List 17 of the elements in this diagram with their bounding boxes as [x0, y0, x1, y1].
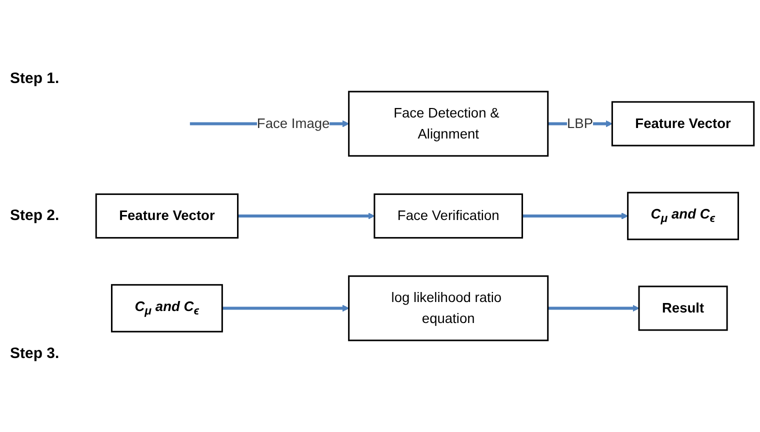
node-box: Face Detection & Alignment [348, 90, 549, 157]
node-box: C$_{μ}$ and C$_{ϵ}$ [110, 284, 223, 332]
node-box: Face Verification [374, 193, 524, 239]
step-label: Step 3. [10, 344, 60, 362]
node-box: Result [638, 286, 728, 331]
node-box: Feature Vector [611, 101, 755, 146]
arrow [548, 304, 640, 312]
step-label: Step 1. [10, 70, 60, 88]
edge-label: LBP [567, 116, 594, 132]
node-box: C$_{μ}$ and C$_{ϵ}$ [627, 192, 740, 240]
node-box: Feature Vector [95, 193, 239, 239]
arrow [222, 304, 350, 312]
arrow [522, 212, 628, 220]
edge-label: Face Image [256, 116, 330, 132]
arrow [238, 212, 375, 220]
step-label: Step 2. [10, 207, 60, 224]
node-box: log likelihood ratio equation [348, 275, 549, 342]
